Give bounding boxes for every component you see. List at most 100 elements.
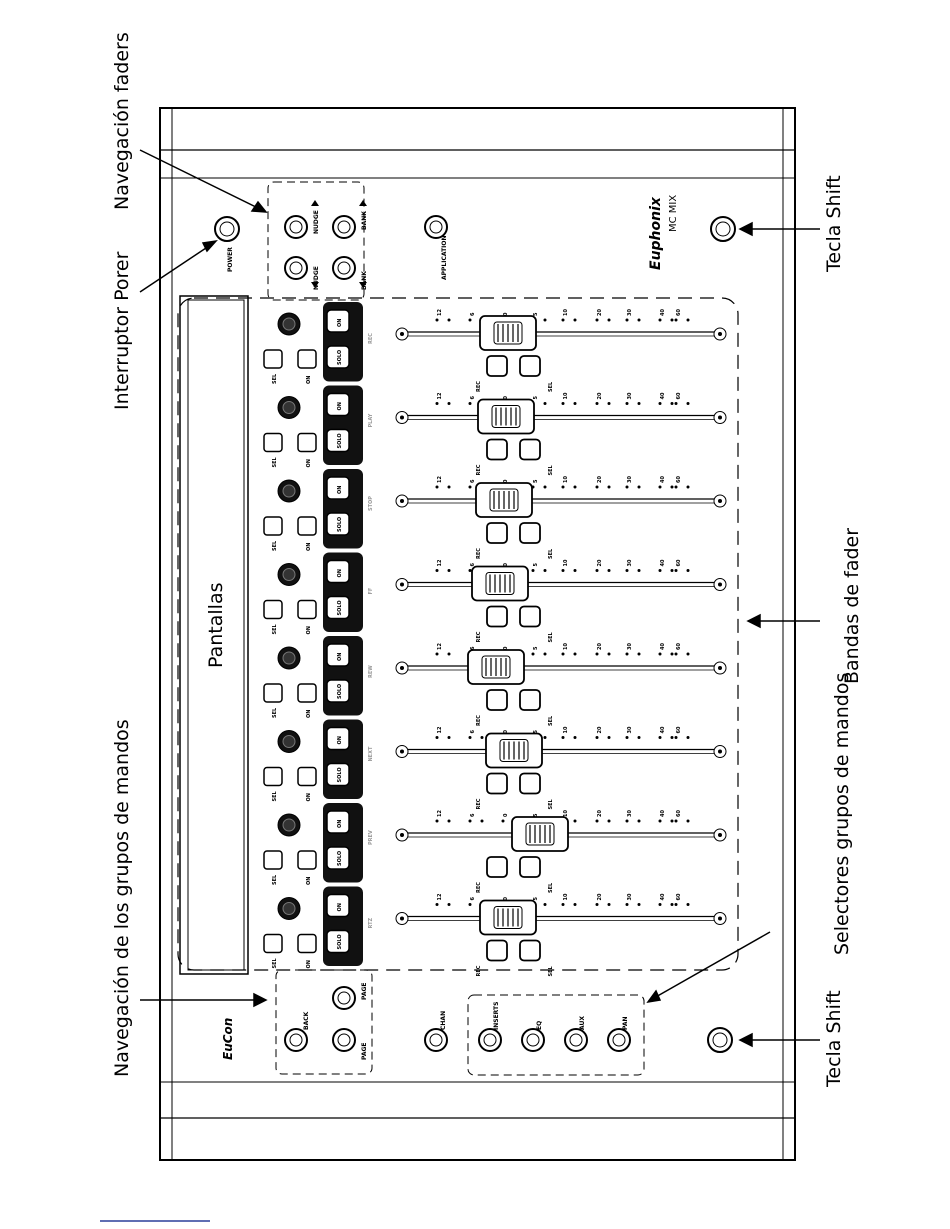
rec-button[interactable] (486, 772, 508, 795)
application-button[interactable] (424, 215, 448, 239)
scale-label: 30 (627, 476, 633, 483)
scale-label: 60 (676, 726, 682, 733)
on-button[interactable] (326, 309, 350, 333)
fader-cap-icon[interactable] (471, 565, 529, 602)
scale-dot (625, 485, 629, 489)
page-down-button[interactable] (332, 1028, 356, 1052)
sel-button[interactable] (263, 683, 283, 703)
bank-down-button[interactable] (332, 256, 356, 280)
chan-button[interactable] (424, 1028, 448, 1052)
fader-cap-icon[interactable] (475, 482, 533, 518)
knob-icon[interactable] (277, 396, 301, 419)
rec-button[interactable] (486, 605, 508, 628)
sel-button[interactable] (263, 933, 283, 954)
fader-cap-icon[interactable] (485, 732, 543, 769)
sel-button[interactable] (263, 349, 283, 369)
power-button[interactable] (214, 216, 240, 242)
scale-dot (468, 318, 472, 322)
scale-dot (637, 485, 641, 489)
sel-fader-button[interactable] (519, 772, 541, 795)
sel-button[interactable] (263, 432, 283, 453)
scale-dot (595, 569, 599, 572)
on-small-button[interactable] (297, 599, 317, 620)
fader-cap-icon[interactable] (477, 398, 535, 435)
on-button[interactable] (326, 392, 350, 417)
rec-button[interactable] (486, 689, 508, 711)
shift-key-top[interactable] (710, 216, 736, 242)
bank-up-button[interactable] (332, 215, 356, 239)
scale-dot (674, 569, 678, 572)
rec-button[interactable] (486, 939, 508, 962)
inserts-button[interactable] (478, 1028, 502, 1052)
solo-button[interactable] (326, 595, 350, 620)
on-button[interactable] (326, 810, 350, 834)
sel-button[interactable] (263, 516, 283, 536)
sel-fader-button[interactable] (519, 689, 541, 711)
sel-fader-button[interactable] (519, 605, 541, 628)
solo-button[interactable] (326, 428, 350, 453)
on-button[interactable] (326, 893, 350, 918)
solo-button[interactable] (326, 512, 350, 536)
on-small-button[interactable] (297, 516, 317, 536)
rec-label: REC (476, 548, 482, 559)
scale-dot (543, 569, 547, 572)
knob-icon[interactable] (277, 730, 301, 753)
sel-fader-button[interactable] (519, 355, 541, 377)
sel-fader-button[interactable] (519, 939, 541, 962)
sel-button[interactable] (263, 599, 283, 620)
scale-label: 30 (627, 309, 633, 316)
scale-dot (595, 736, 599, 739)
knob-icon[interactable] (277, 646, 301, 670)
on-small-button[interactable] (297, 766, 317, 787)
on-small-button[interactable] (297, 683, 317, 703)
sel-fader-button[interactable] (519, 856, 541, 878)
on-button[interactable] (326, 559, 350, 584)
fader-nav-group (267, 181, 365, 301)
knob-icon[interactable] (277, 563, 301, 586)
scale-dot (447, 402, 451, 405)
rec-button[interactable] (486, 438, 508, 461)
knob-icon[interactable] (277, 312, 301, 336)
solo-button[interactable] (326, 345, 350, 369)
knob-icon[interactable] (277, 897, 301, 920)
solo-button[interactable] (326, 929, 350, 954)
on-small-button[interactable] (297, 933, 317, 954)
sel-label: SEL (272, 623, 278, 634)
rec-button[interactable] (486, 856, 508, 878)
knob-icon[interactable] (277, 479, 301, 503)
fader-cap-icon[interactable] (479, 315, 537, 351)
pan-button[interactable] (607, 1028, 631, 1052)
scale-label: 0 (503, 730, 509, 734)
nudge-down-button[interactable] (284, 256, 308, 280)
rec-button[interactable] (486, 522, 508, 544)
sel-button[interactable] (263, 850, 283, 870)
back-button[interactable] (284, 1028, 308, 1052)
on-small-button[interactable] (297, 432, 317, 453)
on-button[interactable] (326, 476, 350, 500)
knob-icon[interactable] (277, 813, 301, 837)
sel-fader-button[interactable] (519, 522, 541, 544)
shift-key-bottom[interactable] (707, 1027, 733, 1053)
sel-fader-label: SEL (548, 464, 554, 475)
solo-button[interactable] (326, 679, 350, 703)
on-small-button[interactable] (297, 349, 317, 369)
on-button[interactable] (326, 726, 350, 751)
eq-button[interactable] (521, 1028, 545, 1052)
sel-button[interactable] (263, 766, 283, 787)
fader-cap-icon[interactable] (479, 899, 537, 936)
track-end-icon (713, 411, 727, 424)
nudge-up-button[interactable] (284, 215, 308, 239)
fader-cap-icon[interactable] (511, 816, 569, 852)
on-button[interactable] (326, 643, 350, 667)
scale-label: 40 (660, 309, 666, 316)
page-up-button[interactable] (332, 986, 356, 1010)
scale-dot (670, 819, 674, 823)
sel-fader-button[interactable] (519, 438, 541, 461)
solo-button[interactable] (326, 762, 350, 787)
rec-button[interactable] (486, 355, 508, 377)
on-small-button[interactable] (297, 850, 317, 870)
fader-cap-icon[interactable] (467, 649, 525, 685)
aux-button[interactable] (564, 1028, 588, 1052)
solo-button[interactable] (326, 846, 350, 870)
